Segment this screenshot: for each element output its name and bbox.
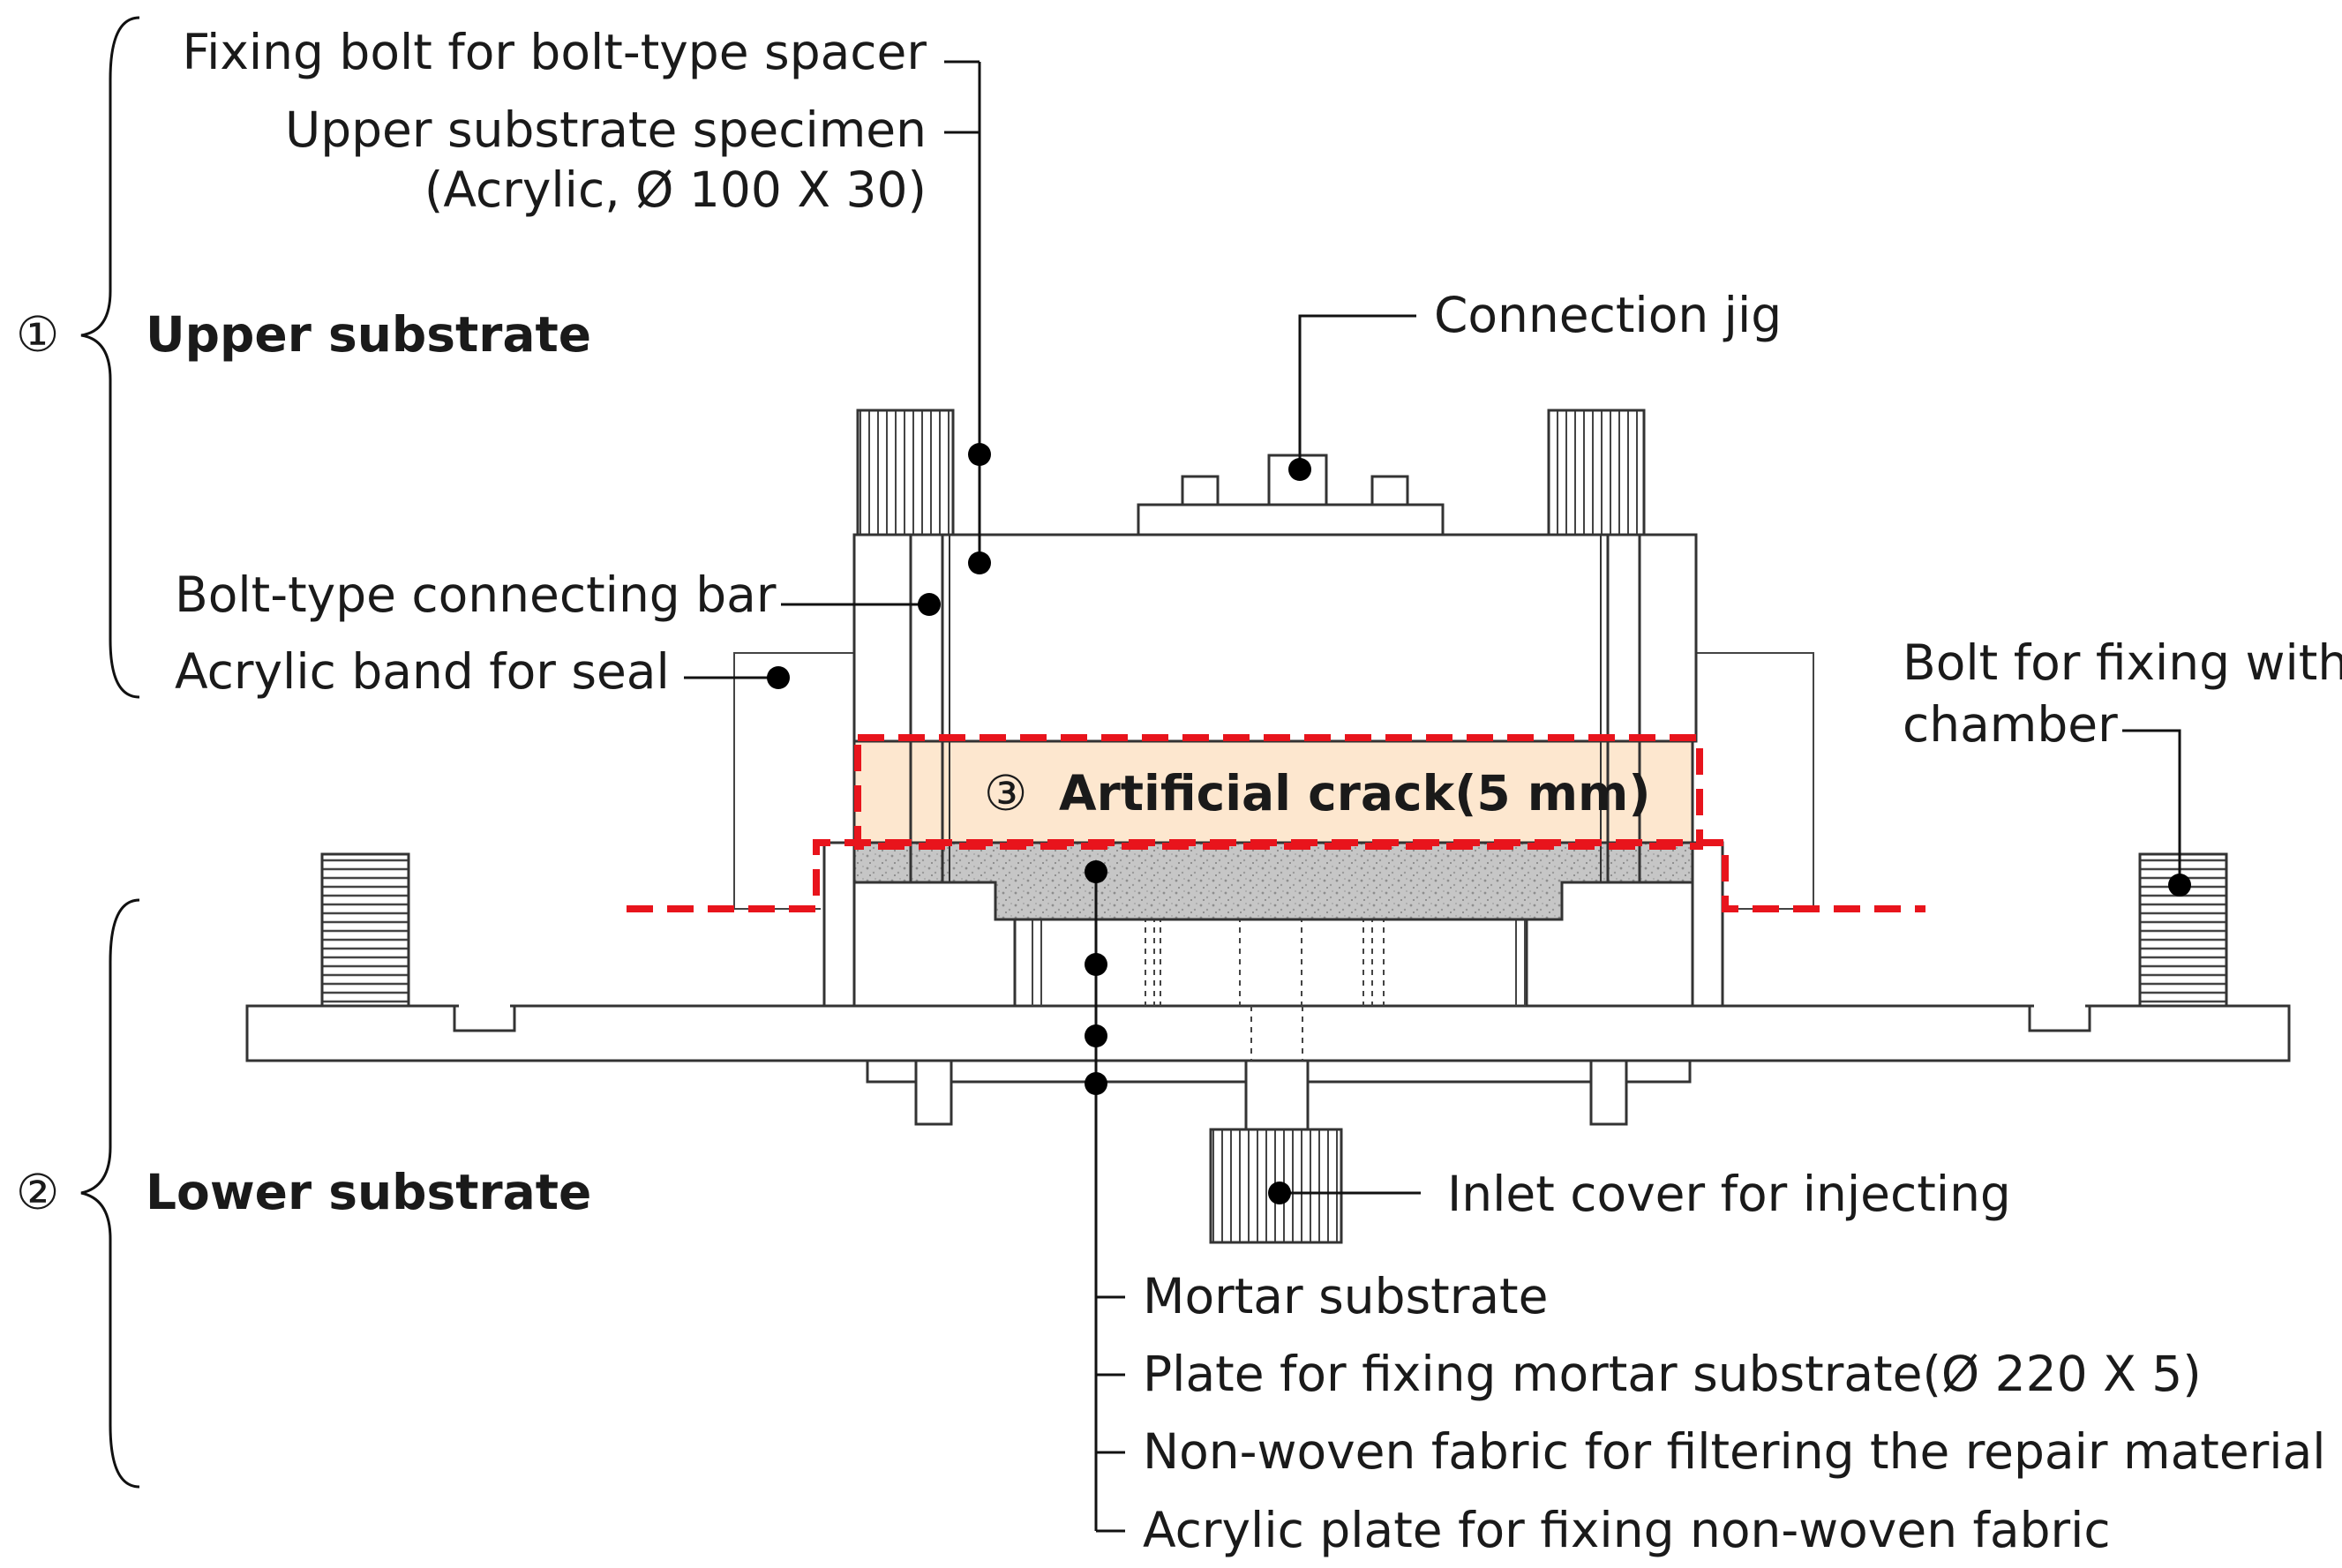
crack-boundary-dashed — [854, 734, 1703, 850]
lower-base-plate — [245, 1004, 2291, 1062]
leader-lines — [684, 60, 2181, 1533]
base-gap-left — [459, 944, 510, 1008]
section-title-upper: Upper substrate — [146, 306, 591, 363]
section-number-upper: ① — [16, 306, 59, 363]
label-acrylic-plate: Acrylic plate for fixing non-woven fabri… — [1143, 1502, 2111, 1558]
label-upper-specimen-dims: (Acrylic, Ø 100 X 30) — [424, 161, 927, 218]
fixing-bolt-right — [1547, 409, 1646, 536]
base-gap-right — [2034, 944, 2085, 1008]
under-plate-leg-right — [1589, 1059, 1628, 1126]
artificial-crack-zone — [852, 739, 1694, 844]
mortar-substrate — [852, 841, 1694, 921]
label-acrylic-band: Acrylic band for seal — [175, 643, 670, 700]
connection-jig-tab-left — [1181, 475, 1220, 506]
label-artificial-crack: Artificial crack(5 mm) — [1059, 765, 1651, 822]
inlet-pipe — [1244, 1059, 1310, 1135]
lower-boundary-dashed — [627, 839, 1925, 912]
label-nonwoven: Non-woven fabric for filtering the repai… — [1143, 1423, 2326, 1480]
section-title-lower: Lower substrate — [146, 1164, 591, 1220]
connection-jig-base — [1137, 503, 1445, 536]
lower-container-left-wall — [822, 841, 856, 1008]
label-mortar-substrate: Mortar substrate — [1143, 1268, 1548, 1324]
upper-substrate-specimen — [852, 533, 1698, 743]
label-connection-jig: Connection jig — [1434, 287, 1782, 343]
fixing-bolt-left — [856, 409, 955, 536]
upper-bracket — [80, 16, 140, 699]
lower-container-right-wall — [1691, 841, 1724, 1008]
label-bolt-chamber-line2: chamber — [1903, 696, 2118, 753]
section-number-lower: ② — [16, 1164, 59, 1220]
acrylic-seal-band-left — [733, 652, 854, 910]
under-plate-leg-left — [914, 1059, 953, 1126]
label-bolt-chamber-line1: Bolt for fixing with — [1903, 634, 2342, 691]
leader-dots — [767, 443, 2191, 1204]
base-groove-left — [453, 1004, 516, 1032]
label-plate-mortar: Plate for fixing mortar substrate(Ø 220 … — [1143, 1346, 2202, 1402]
base-groove-right — [2028, 1004, 2091, 1032]
label-inlet-cover: Inlet cover for injecting — [1447, 1166, 2011, 1222]
label-upper-specimen: Upper substrate specimen — [285, 101, 927, 158]
chamber-bolt-left — [320, 852, 410, 1008]
label-fixing-bolt: Fixing bolt for bolt-type spacer — [182, 24, 927, 80]
label-connecting-bar: Bolt-type connecting bar — [175, 566, 777, 623]
lower-bracket — [80, 898, 140, 1489]
connection-jig-tab-right — [1370, 475, 1409, 506]
mortar-plate-dashed-lines — [1145, 843, 1385, 1061]
label-crack-number: ③ — [984, 765, 1027, 822]
